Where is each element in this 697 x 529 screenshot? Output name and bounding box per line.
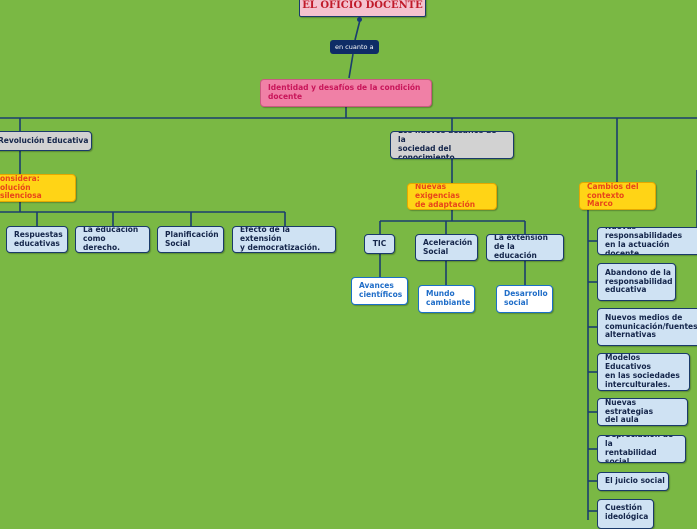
right-item-modelos-educativos[interactable]: Modelos Educativos en las sociedades int… [597, 353, 690, 391]
center-item-extension-educacion[interactable]: La extensión de la educación [486, 234, 564, 261]
right-item-cuestion-ideologica[interactable]: Cuestión ideológica [597, 499, 654, 529]
subtopic-nuevas-exigencias[interactable]: Nuevas exigencias de adaptación [407, 183, 497, 210]
left-item-respuestas[interactable]: Respuestas educativas [6, 226, 68, 253]
left-item-planificacion[interactable]: Planificación Social [157, 226, 224, 253]
subtopic-revolucion-silenciosa[interactable]: onsidera: olución silenciosa [0, 174, 76, 202]
branch-nuevos-desafios[interactable]: Los nuevos desafíos de la sociedad del c… [390, 131, 514, 159]
branch-revolucion-educativa[interactable]: Revolución Educativa [0, 131, 92, 151]
right-item-depreciacion[interactable]: Depreciación de la rentabilidad social [597, 435, 686, 463]
root-title[interactable]: EL OFICIO DOCENTE [299, 0, 426, 17]
subtopic-cambios-contexto[interactable]: Cambios del contexto Marco [579, 182, 656, 210]
leaf-mundo-cambiante[interactable]: Mundo cambiante [418, 285, 475, 313]
right-item-nuevos-medios[interactable]: Nuevos medios de comunicación/fuentes al… [597, 308, 697, 346]
connector-dot [357, 17, 362, 22]
right-item-abandono[interactable]: Abandono de la responsabilidad educativa [597, 263, 676, 301]
right-item-juicio-social[interactable]: El juicio social [597, 472, 669, 491]
main-topic-identidad[interactable]: Identidad y desafíos de la condición doc… [260, 79, 432, 107]
left-item-efecto-extension[interactable]: Efecto de la extensión y democratización… [232, 226, 336, 253]
connector-label[interactable]: en cuanto a [330, 40, 379, 54]
leaf-desarrollo-social[interactable]: Desarrollo social [496, 285, 553, 313]
left-item-educacion-derecho[interactable]: La educación como derecho. [75, 226, 150, 253]
right-item-estrategias-aula[interactable]: Nuevas estrategias del aula [597, 398, 688, 426]
leaf-avances-cientificos[interactable]: Avances científicos [351, 277, 408, 305]
center-item-tic[interactable]: TIC [364, 234, 395, 254]
right-item-nuevas-responsabilidades[interactable]: Nuevas responsabilidades en la actuación… [597, 227, 697, 255]
center-item-aceleracion[interactable]: Aceleración Social [415, 234, 478, 261]
